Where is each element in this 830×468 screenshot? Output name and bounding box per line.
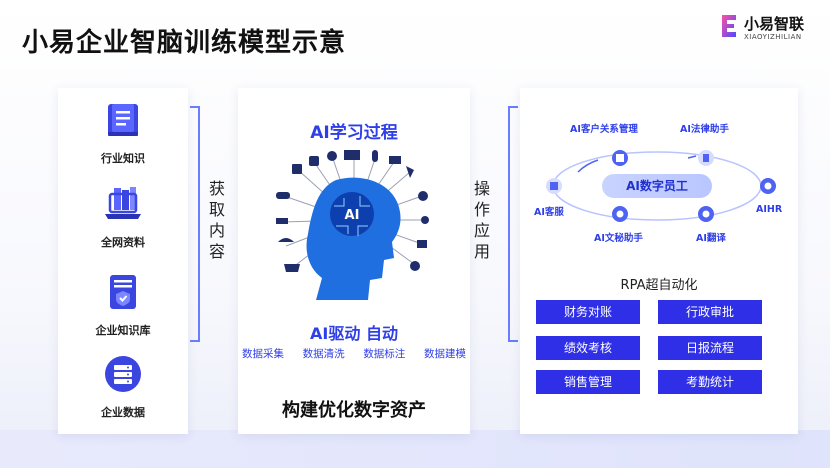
rpa-item-attendance[interactable]: 考勤统计 — [658, 370, 762, 394]
source-enterprise-kb: 企业知识库 — [58, 272, 188, 338]
ai-drive-label: AI驱动 自动 — [310, 324, 398, 343]
bracket-right — [508, 106, 518, 342]
node-legal: AI法律助手 — [680, 124, 729, 135]
rpa-item-daily-report[interactable]: 日报流程 — [658, 336, 762, 360]
learning-card: AI学习过程 AI AI驱动 自动 数据采集 数据清洗 数据标注 数据建模 — [238, 88, 470, 434]
server-icon — [105, 356, 141, 392]
apply-label: 操作应用 — [473, 179, 490, 261]
source-label: 企业知识库 — [95, 324, 151, 337]
brand-mark-icon — [722, 15, 736, 37]
node-secretary: AI文秘助手 — [594, 233, 643, 244]
laptop-books-icon — [105, 187, 141, 219]
digital-employee-center: AI数字员工 — [602, 174, 712, 198]
tag-clean: 数据清洗 — [302, 348, 345, 360]
orbit-node-icons — [546, 150, 776, 222]
rpa-item-finance-reconcile[interactable]: 财务对账 — [536, 300, 640, 324]
rpa-title: RPA超自动化 — [620, 278, 698, 293]
rpa-item-sales[interactable]: 销售管理 — [536, 370, 640, 394]
tag-collect: 数据采集 — [242, 348, 284, 360]
brand-name: 小易智联 — [744, 15, 805, 33]
document-shield-icon — [110, 275, 136, 309]
brand-subtitle: XIAOYIZHILIAN — [744, 33, 802, 41]
head-ai-text: AI — [345, 208, 360, 223]
node-crm: AI客户关系管理 — [570, 124, 638, 135]
acquire-content-label: 获取内容 — [208, 179, 225, 261]
sources-card: 行业知识 全网资料 企业知识库 企业数据 — [58, 88, 188, 434]
data-process-tags: 数据采集 数据清洗 数据标注 数据建模 — [242, 346, 466, 361]
ai-head-illustration: AI — [276, 150, 429, 300]
tag-label: 数据标注 — [363, 348, 406, 360]
book-icon — [108, 104, 138, 136]
page-title: 小易企业智脑训练模型示意 — [22, 28, 347, 58]
source-industry-knowledge: 行业知识 — [58, 100, 188, 166]
tag-model: 数据建模 — [423, 348, 466, 360]
digital-employee-orbit — [546, 150, 776, 222]
source-web-materials: 全网资料 — [58, 184, 188, 250]
device-icons — [276, 150, 429, 272]
source-label: 全网资料 — [101, 236, 145, 249]
bracket-left — [190, 106, 200, 342]
learning-footer: 构建优化数字资产 — [282, 400, 426, 421]
application-card: AI数字员工 AI客户关系管理 AI法律助手 AIHR AI翻译 AI文秘助手 … — [520, 88, 798, 434]
rpa-item-performance[interactable]: 绩效考核 — [536, 336, 640, 360]
node-hr: AIHR — [756, 204, 783, 215]
source-label: 行业知识 — [101, 152, 145, 165]
bottom-band — [0, 430, 830, 468]
source-label: 企业数据 — [101, 406, 145, 419]
node-customer-service: AI客服 — [534, 207, 564, 218]
node-translate: AI翻译 — [696, 233, 726, 244]
source-enterprise-data: 企业数据 — [58, 354, 188, 420]
learning-title: AI学习过程 — [310, 123, 398, 143]
rpa-item-admin-approval[interactable]: 行政审批 — [658, 300, 762, 324]
brand-logo: 小易智联 XIAOYIZHILIAN — [718, 10, 816, 44]
